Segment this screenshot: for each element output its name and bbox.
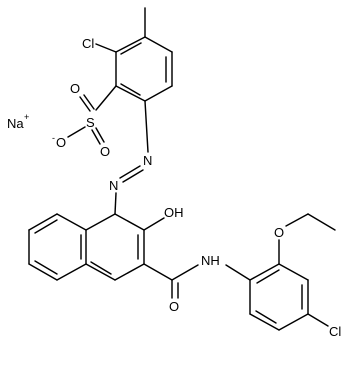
amide-nh: NH <box>201 253 220 268</box>
carbonyl-nitrogen-bond <box>171 264 199 281</box>
c-s-bond <box>95 85 117 111</box>
c-oh-bond <box>143 217 165 231</box>
ring-carbonyl-bond <box>143 263 173 281</box>
anilide-ring <box>249 263 309 331</box>
s-o-minus-bond <box>67 126 86 138</box>
sulfur-atom: S <box>86 115 95 130</box>
top-benzene-ring <box>115 36 173 102</box>
azo-naphthalene-bond <box>114 192 117 215</box>
ether-oxygen: O <box>274 225 284 240</box>
chlorine-atom-bottom: Cl <box>329 324 341 339</box>
nh-aryl-bond <box>225 264 251 281</box>
azo-nitrogen-1: N <box>143 153 152 168</box>
sodium-ion: Na <box>7 116 24 131</box>
chlorine-atom-top: Cl <box>82 36 94 51</box>
naphthalene-left-ring <box>28 213 87 281</box>
o-ch2-bond <box>285 213 309 227</box>
oxide-oxygen: O <box>56 135 66 150</box>
ch2-ch3-bond <box>307 213 336 231</box>
sulfonyl-oxygen-bottom: O <box>100 144 110 159</box>
negative-charge: - <box>52 133 55 143</box>
hydroxyl-group: OH <box>164 205 184 220</box>
cl-top-bond <box>95 43 117 53</box>
cl-bottom-bond <box>307 313 329 327</box>
sulfonyl-oxygen-top: O <box>70 81 80 96</box>
naphthalene-right-ring <box>85 213 145 281</box>
amide-oxygen: O <box>169 299 179 314</box>
azo-nitrogen-2: N <box>109 178 118 193</box>
ring-azo-bond <box>144 100 149 153</box>
positive-charge: + <box>24 112 29 122</box>
